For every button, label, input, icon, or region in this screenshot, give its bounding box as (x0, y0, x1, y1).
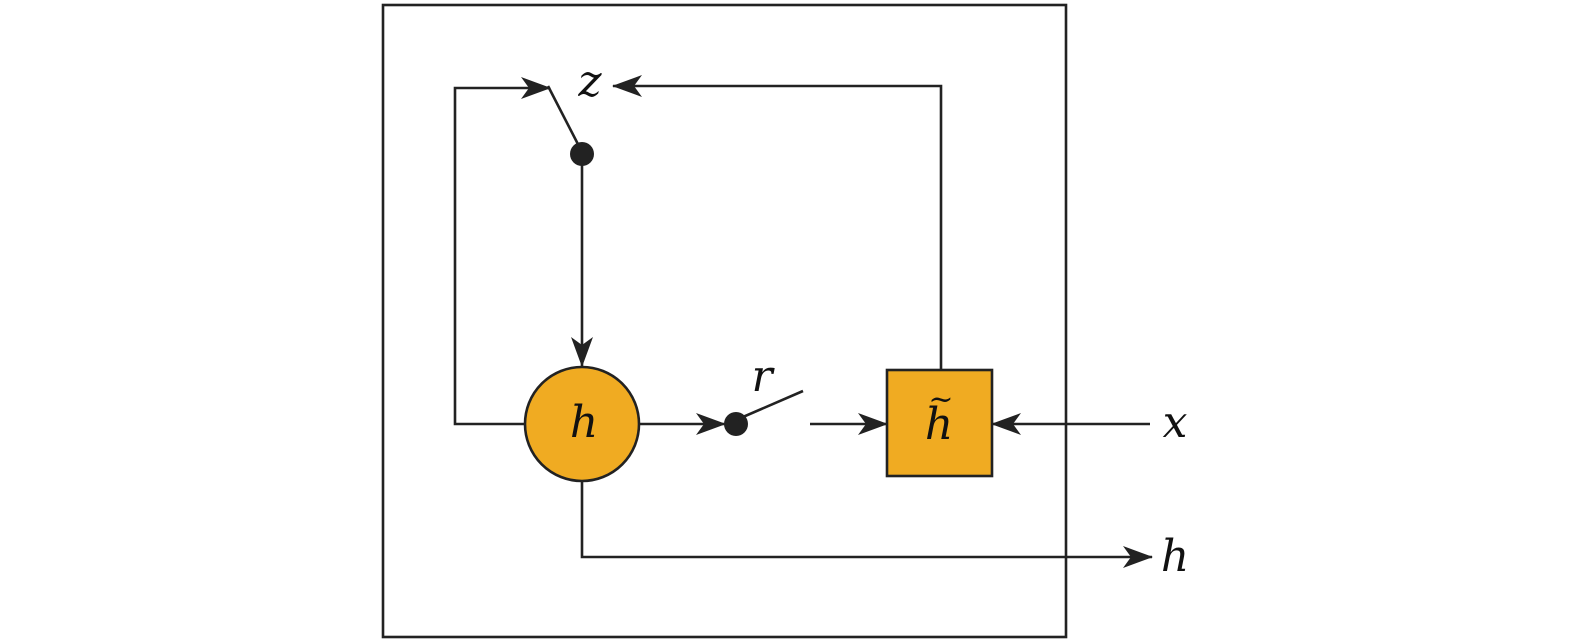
candidate-tilde-mark: ~ (928, 382, 953, 417)
cell-boundary (381, 3, 1068, 639)
update-gate-label: z (577, 56, 602, 107)
input-label: x (1163, 397, 1188, 448)
hidden-feedback-edge (453, 77, 551, 426)
candidate-to-z-edge (612, 75, 943, 370)
candidate-state-node-label: h (925, 399, 953, 450)
reset-gate-switch-blade (735, 389, 804, 422)
hidden-output-edge (580, 481, 1153, 568)
hidden-state-node-label: h (570, 397, 598, 448)
reset-gate-label: r (751, 351, 775, 402)
update-gate-switch-blade (546, 85, 584, 153)
output-label: h (1161, 531, 1189, 582)
